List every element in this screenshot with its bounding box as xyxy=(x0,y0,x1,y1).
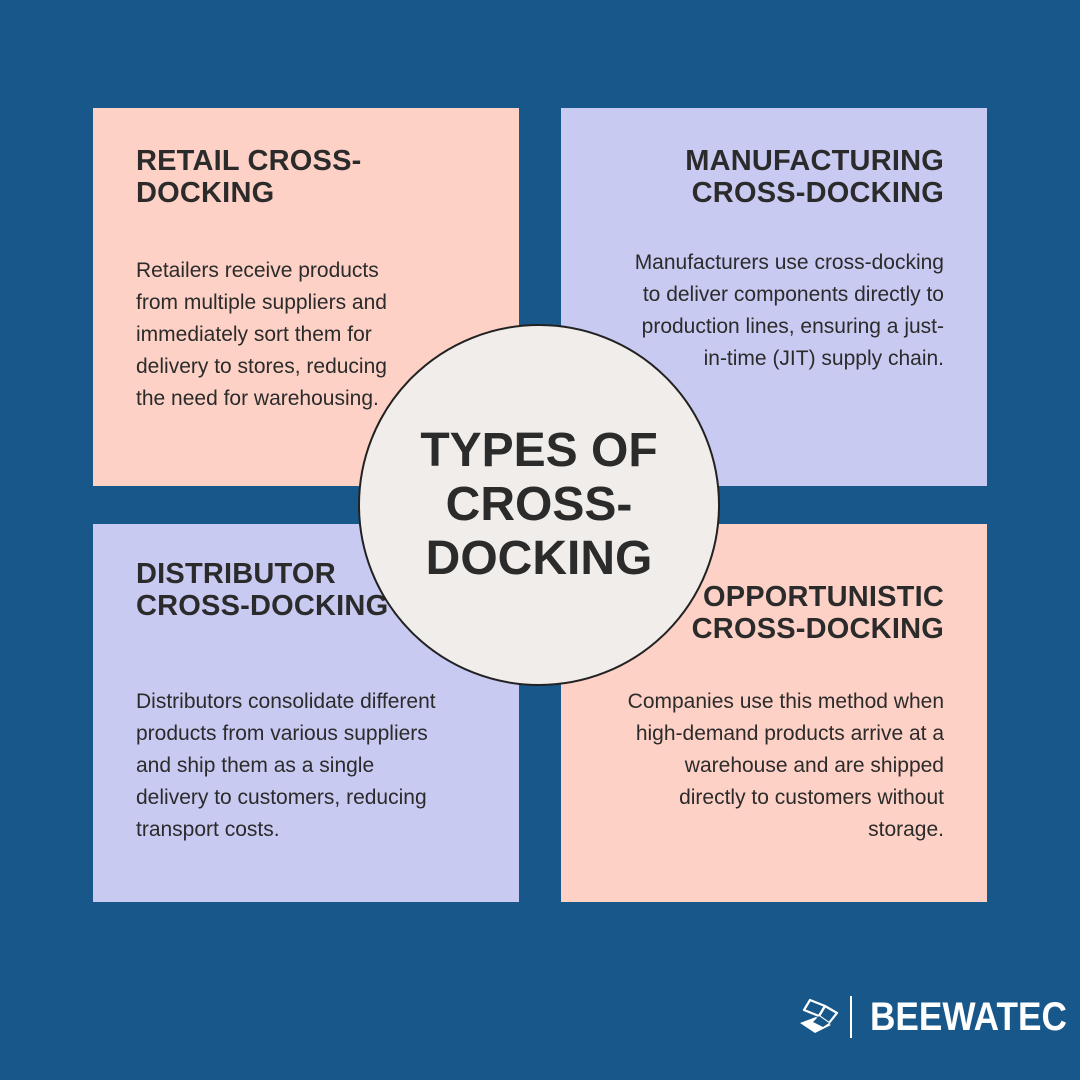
retail-cross-docking-card: RETAIL CROSS-DOCKING Retailers receive p… xyxy=(93,108,519,486)
manufacturing-card-title: MANUFACTURING CROSS-DOCKING xyxy=(685,145,944,209)
brand-logo: BEEWATEC xyxy=(796,994,1080,1040)
retail-card-title: RETAIL CROSS-DOCKING xyxy=(136,145,362,209)
distributor-card-title: DISTRIBUTOR CROSS-DOCKING xyxy=(136,558,389,622)
beewatec-logo-icon xyxy=(800,998,839,1033)
opportunistic-card-description: Companies use this method when high-dema… xyxy=(627,690,944,841)
center-circle: TYPES OF CROSS-DOCKING xyxy=(358,324,720,686)
manufacturing-card-description: Manufacturers use cross-docking to deliv… xyxy=(634,251,944,370)
opportunistic-card-title: OPPORTUNISTIC CROSS-DOCKING xyxy=(691,581,944,645)
distributor-card-description: Distributors consolidate different produ… xyxy=(136,690,436,841)
center-title: TYPES OF CROSS-DOCKING xyxy=(420,424,658,585)
brand-divider xyxy=(850,996,852,1038)
distributor-cross-docking-card: DISTRIBUTOR CROSS-DOCKING Distributors c… xyxy=(93,524,519,902)
brand-name: BEEWATEC xyxy=(870,995,1067,1039)
retail-card-description: Retailers receive products from multiple… xyxy=(136,259,387,410)
